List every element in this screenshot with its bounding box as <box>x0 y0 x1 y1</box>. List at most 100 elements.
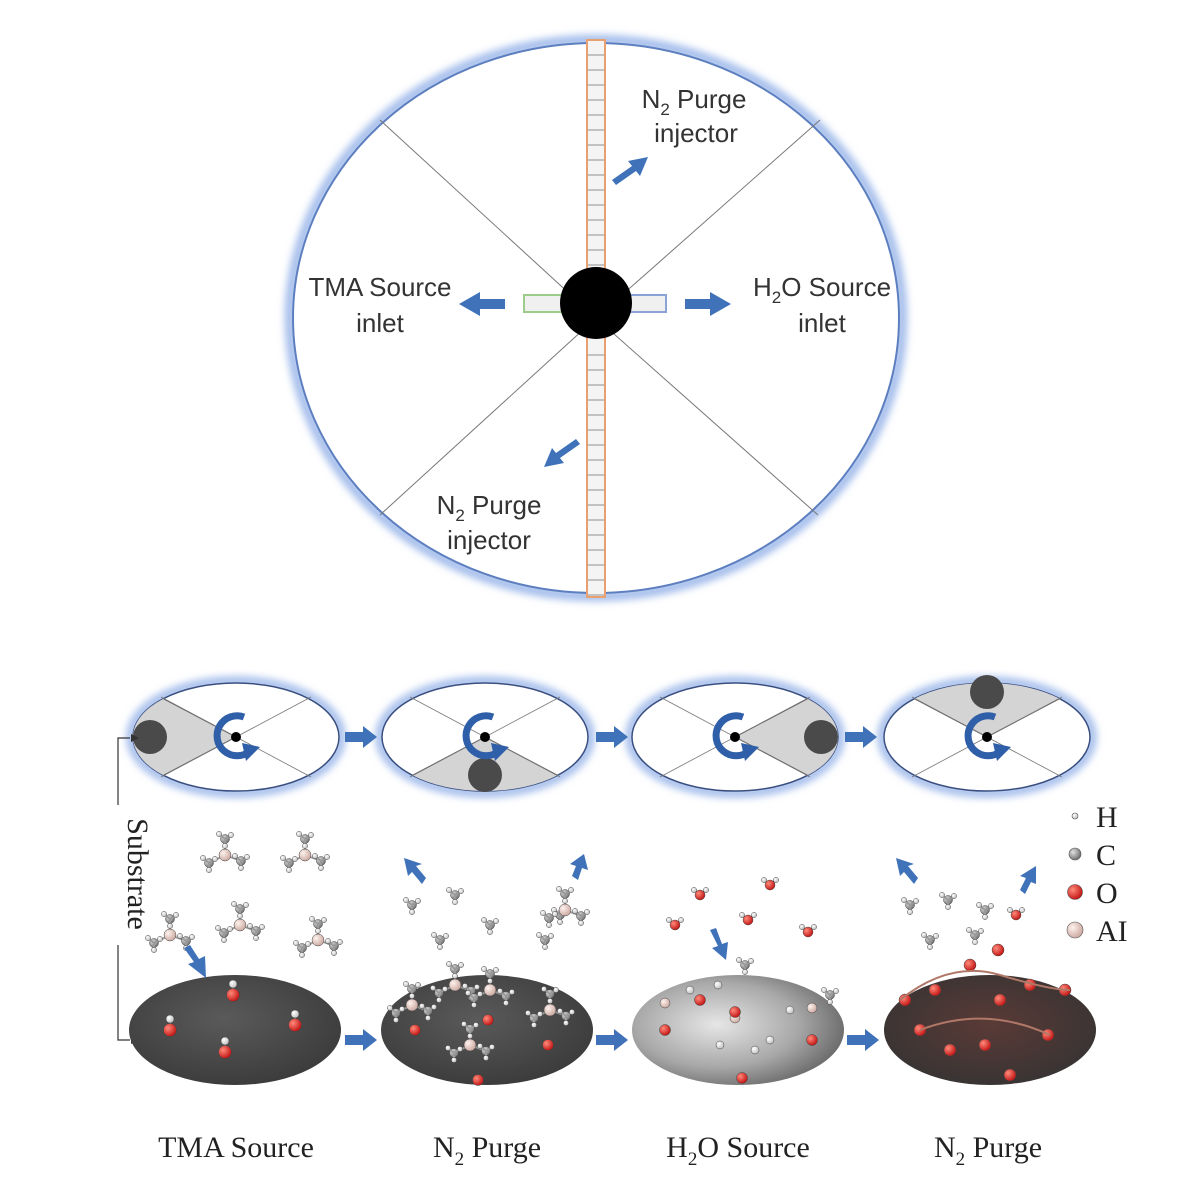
rotation-arrow <box>712 712 752 760</box>
wheel-arrows <box>459 157 731 467</box>
oxygen-atom <box>1003 1068 1017 1082</box>
hydrogen-atom <box>473 1022 479 1028</box>
hydrogen-atom <box>557 919 563 925</box>
step-arrows <box>345 726 879 1051</box>
hydrogen-atom <box>939 892 945 898</box>
step-label-2: N2 Purge <box>433 1131 541 1170</box>
substrate-row <box>129 975 1096 1085</box>
hydrogen-atom <box>748 958 754 964</box>
hydrogen-atom <box>259 924 265 930</box>
arrow-bottom-purge <box>544 439 580 467</box>
hydrogen-atom <box>951 893 957 899</box>
mini-wheel-3 <box>625 676 845 798</box>
substrate-2 <box>381 975 593 1085</box>
oxygen-atom <box>288 1018 302 1032</box>
rotation-arrowhead <box>242 743 260 761</box>
arrow-purge1-up-right <box>570 854 588 880</box>
top-injector-label-line2: injector <box>654 118 738 148</box>
legend-swatch <box>1071 812 1079 820</box>
aluminum-atom <box>233 918 247 932</box>
step-label-1: TMA Source <box>158 1131 314 1164</box>
oxygen-atom <box>694 889 706 901</box>
arrow-purge2-up-right <box>1020 866 1036 894</box>
hydrogen-atom <box>751 912 757 918</box>
hydrogen-atom <box>462 983 468 989</box>
arrow-mini-2-3 <box>596 726 628 748</box>
aluminum-atom <box>218 848 232 862</box>
hydrogen-atom <box>296 831 302 837</box>
hydrogen-atom <box>457 1046 463 1052</box>
arrow-right-h2o <box>685 292 731 316</box>
hydrogen-atom <box>493 918 499 924</box>
rotation-arrowhead <box>993 743 1011 761</box>
hydrogen-atom <box>563 1020 569 1026</box>
step-label-3: H2O Source <box>666 1131 810 1170</box>
oxygen-atom <box>898 993 912 1007</box>
oxygen-atom <box>1010 909 1022 921</box>
hydrogen-atom <box>509 989 515 995</box>
hydrogen-atom <box>458 888 464 894</box>
hydrogen-atom <box>237 913 243 919</box>
hydrogen-atom <box>399 1006 405 1012</box>
hydrogen-atom <box>552 911 558 917</box>
hydrogen-atom <box>151 947 157 953</box>
hydrogen-atom <box>913 898 919 904</box>
hydrogen-atom <box>467 1033 473 1039</box>
hydrogen-atom <box>451 1057 457 1063</box>
legend-label: O <box>1096 877 1118 910</box>
hydrogen-atom <box>302 843 308 849</box>
hydrogen-atom <box>547 998 553 1004</box>
aluminum-atom <box>806 1002 818 1014</box>
hydrogen-atom <box>177 933 183 939</box>
hydrogen-atom <box>244 854 250 860</box>
arrow-mini-1-2 <box>345 726 377 748</box>
hydrogen-atom <box>497 988 503 994</box>
hydrogen-atom <box>982 914 988 920</box>
hydrogen-atom <box>742 969 748 975</box>
hydrogen-atom <box>927 944 933 950</box>
hydrogen-atom <box>324 854 330 860</box>
legend-swatch <box>1067 884 1083 900</box>
aluminum-atom <box>463 1038 477 1052</box>
rotation-arrow <box>213 712 253 760</box>
oxygen-atom <box>694 994 706 1006</box>
hydrogen-atom <box>811 924 817 930</box>
wheel-hub <box>560 267 632 339</box>
hydrogen-atom <box>536 932 542 938</box>
hydrogen-atom <box>325 938 331 944</box>
tma-inlet-label: TMA Source <box>308 272 451 302</box>
oxygen-atom <box>742 914 754 926</box>
oxygen-atom <box>482 1014 494 1026</box>
bottom-injector-label-line2: injector <box>447 525 531 555</box>
hydrogen-atom <box>387 1005 393 1011</box>
hydrogen-atom <box>572 908 578 914</box>
hydrogen-atom <box>446 887 452 893</box>
oxygen-atom <box>802 926 814 938</box>
hydrogen-atom <box>292 856 298 862</box>
oxygen-atom <box>218 1045 232 1059</box>
hydrogen-atom <box>761 877 767 883</box>
hydrogen-atom <box>713 980 723 990</box>
rotation-arrow <box>462 712 502 760</box>
hydrogen-atom <box>750 1045 760 1055</box>
hydrogen-atom <box>978 928 984 934</box>
hydrogen-atom <box>228 979 238 989</box>
hydrogen-atom <box>458 962 464 968</box>
hydrogen-atom <box>161 911 167 917</box>
hydrogen-atom <box>553 987 559 993</box>
legend-swatch <box>1068 847 1082 861</box>
arrow-purge1-up-left <box>404 858 426 884</box>
hydrogen-atom <box>415 898 421 904</box>
oxygen-atom <box>669 919 681 931</box>
oxygen-atom <box>806 1034 818 1046</box>
mini-wheel-4 <box>877 675 1097 798</box>
hydrogen-atom <box>907 909 913 915</box>
hydrogen-atom <box>976 902 982 908</box>
oxygen-atom <box>963 958 977 972</box>
hydrogen-atom <box>167 923 173 929</box>
aluminum-atom <box>659 997 671 1009</box>
hydrogen-atom <box>415 982 421 988</box>
hydrogen-atom <box>503 1000 509 1006</box>
hydrogen-atom <box>222 843 228 849</box>
